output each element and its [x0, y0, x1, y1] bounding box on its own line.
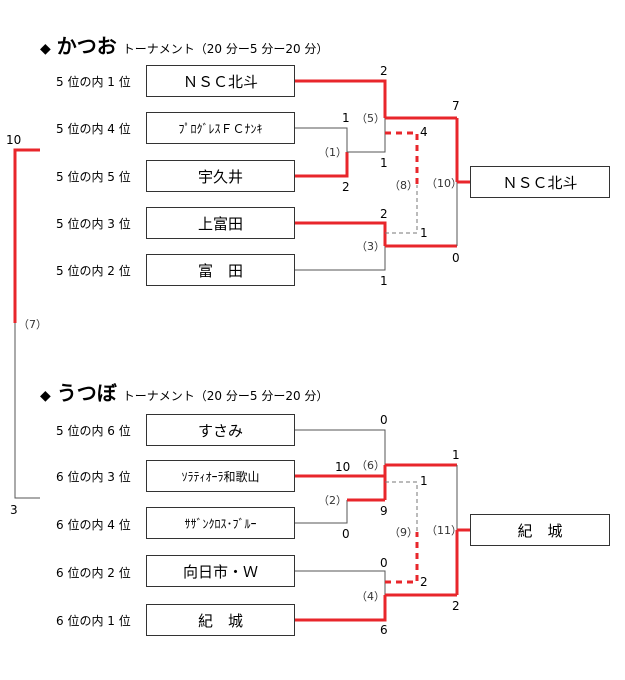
top-score-m10-bottom: 0	[452, 251, 460, 265]
top-seed-4: 5 位の内 3 位	[56, 217, 131, 231]
top-match-3: （3）	[356, 240, 385, 253]
top-subtitle: トーナメント（20 分ー5 分ー20 分）	[122, 42, 329, 56]
bottom-team-1: すさみ	[146, 414, 295, 446]
top-score-m3-bottom: 1	[380, 274, 388, 288]
top-team-2: ﾌﾟﾛｸﾞﾚｽＦＣﾅﾝｷ	[146, 112, 295, 144]
top-team-3: 宇久井	[146, 160, 295, 192]
line-m8-top	[385, 131, 419, 185]
bottom-seed-3: 6 位の内 4 位	[56, 518, 131, 532]
bottom-score-m11-bottom: 2	[452, 599, 460, 613]
top-match-5: （5）	[356, 112, 385, 125]
top-team-1: ＮＳＣ北斗	[146, 65, 295, 97]
top-winner: ＮＳＣ北斗	[470, 166, 610, 198]
final-score-top: 10	[6, 133, 22, 147]
line-m1-top	[295, 127, 348, 152]
diamond-icon: ◆	[40, 388, 51, 404]
line-m9-top	[385, 481, 418, 532]
top-team-5: 富 田	[146, 254, 295, 286]
top-score-m1-top: 1	[342, 111, 350, 125]
top-score-m8-bottom: 1	[420, 226, 428, 240]
line-m2-bottom	[295, 500, 348, 524]
top-score-m5-bottom: 1	[380, 156, 388, 170]
top-tournament-title: ◆ かつおトーナメント（20 分ー5 分ー20 分）	[40, 30, 328, 59]
bottom-match-4: （4）	[356, 590, 385, 603]
bottom-score-m4-top: 0	[380, 556, 388, 570]
line-m4-bottom	[295, 595, 387, 622]
bottom-winner: 紀 城	[470, 514, 610, 546]
line-m7-bottom	[14, 323, 40, 499]
bottom-team-4: 向日市・Ｗ	[146, 555, 295, 587]
final-score-bottom: 3	[10, 503, 18, 517]
bottom-team-3: ｻｻﾞﾝｸﾛｽ･ﾌﾞﾙｰ	[146, 507, 295, 539]
line-m4-top	[295, 570, 386, 595]
line-m1-bottom	[295, 152, 349, 178]
bottom-title: うつぼ	[56, 381, 117, 405]
top-team-4: 上富田	[146, 207, 295, 239]
bottom-match-2: （2）	[318, 494, 347, 507]
bottom-subtitle: トーナメント（20 分ー5 分ー20 分）	[122, 389, 329, 403]
bottom-seed-2: 6 位の内 3 位	[56, 470, 131, 484]
top-score-m8-top: 4	[420, 125, 428, 139]
top-match-8: （8）	[389, 179, 418, 192]
bottom-tournament-title: ◆ うつぼトーナメント（20 分ー5 分ー20 分）	[40, 377, 328, 406]
top-score-m10-top: 7	[452, 99, 460, 113]
diamond-icon: ◆	[40, 41, 51, 57]
final-match: （7）	[18, 318, 47, 331]
line-m1-out	[347, 118, 386, 153]
line-m8-bottom	[385, 185, 418, 234]
top-seed-1: 5 位の内 1 位	[56, 75, 131, 89]
top-title: かつお	[56, 34, 117, 58]
bottom-match-6: （6）	[356, 459, 385, 472]
line-m5-top	[295, 79, 387, 118]
top-seed-5: 5 位の内 2 位	[56, 264, 131, 278]
bottom-score-m11-top: 1	[452, 448, 460, 462]
top-match-1: （1）	[318, 146, 347, 159]
bottom-team-2: ｿﾗﾃｨｵｰﾗ和歌山	[146, 460, 295, 492]
bottom-team-5: 紀 城	[146, 604, 295, 636]
line-m3-bottom	[295, 246, 386, 271]
bottom-score-m9-bottom: 2	[420, 575, 428, 589]
top-score-m5-top: 2	[380, 64, 388, 78]
line-m6-top	[295, 429, 386, 465]
bottom-score-m9-top: 1	[420, 474, 428, 488]
bottom-seed-1: 5 位の内 6 位	[56, 424, 131, 438]
line-m7-top	[13, 148, 40, 323]
bottom-match-9: （9）	[389, 526, 418, 539]
top-seed-2: 5 位の内 4 位	[56, 122, 131, 136]
bottom-score-m6-top: 0	[380, 413, 388, 427]
top-seed-3: 5 位の内 5 位	[56, 170, 131, 184]
bottom-score-m6-bottom: 9	[380, 504, 388, 518]
bottom-score-m2-top: 10	[335, 460, 351, 474]
top-match-10: （10）	[426, 177, 462, 190]
bottom-seed-5: 6 位の内 1 位	[56, 614, 131, 628]
top-score-m1-bottom: 2	[342, 180, 350, 194]
bottom-match-11: （11）	[426, 524, 462, 537]
line-m3-top	[295, 221, 387, 246]
bottom-seed-4: 6 位の内 2 位	[56, 566, 131, 580]
bottom-score-m2-bottom: 0	[342, 527, 350, 541]
top-score-m3-top: 2	[380, 207, 388, 221]
bottom-score-m4-bottom: 6	[380, 623, 388, 637]
